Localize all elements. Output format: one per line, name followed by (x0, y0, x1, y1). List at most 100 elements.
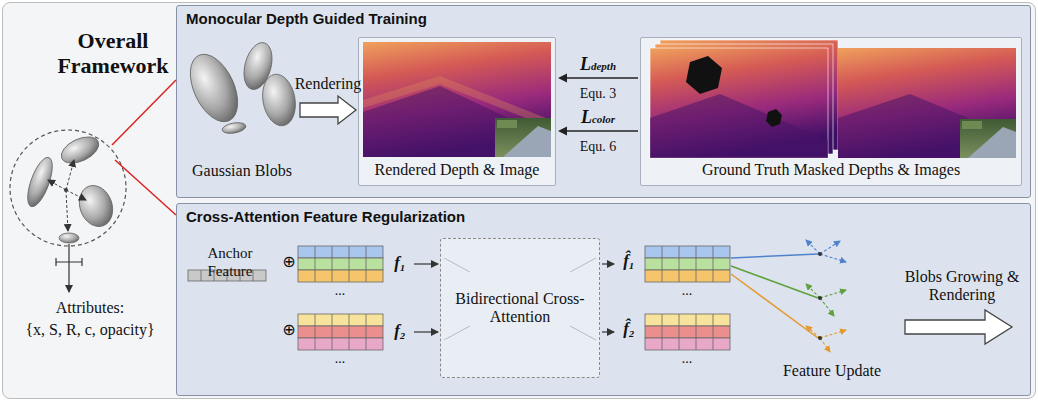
feature-matrices-part (645, 246, 730, 258)
ellipsis-holder: ... (320, 349, 360, 367)
feature-update-graphic (731, 240, 846, 352)
framework-circle-part (68, 244, 69, 292)
feature-update-graphic-part (731, 254, 818, 258)
feature-update-graphic-part (818, 252, 822, 256)
connector (300, 96, 356, 124)
framework-title: Overall Framework (57, 28, 168, 78)
feature-update-graphic-part (818, 336, 822, 340)
attribute-title: Attributes: (56, 299, 124, 316)
feature-matrices-part (298, 270, 383, 282)
feature-update-graphic-part-part (820, 290, 846, 298)
feature-matrices-part (645, 338, 730, 350)
framework-circle-part-part (48, 180, 66, 190)
ellipsis-holder: ... (667, 349, 707, 367)
feature-name-holder: f̂₁ (616, 251, 642, 271)
feature-update-graphic-part-part (806, 240, 820, 254)
anchor-feature-text-holder: Anchor Feature (184, 244, 276, 281)
training-panel: Monocular Depth Guided TrainingGaussian … (176, 5, 1031, 198)
connector (558, 127, 638, 136)
feature-matrices (298, 246, 730, 350)
loss-label-holder: Lcolor (548, 108, 648, 128)
feature-matrices-part (315, 246, 366, 282)
feature-matrices-part (298, 246, 383, 258)
ellipsis: ... (335, 283, 346, 298)
figure-caption: Rendered Depth & Image (375, 161, 540, 178)
gaussian-blobs-part (221, 121, 246, 135)
ground-truth-image-part (962, 121, 982, 129)
feature-name-holder: f̂₂ (616, 319, 642, 339)
edge-label-holder: Rendering (278, 75, 378, 93)
feature-matrices-part (298, 326, 383, 338)
edge-label: Rendering (295, 75, 362, 92)
feature-matrices-part (662, 246, 713, 282)
arrow-head (558, 74, 567, 83)
box-label: Bidirectional Cross-Attention (455, 290, 584, 325)
rendered-depth-image (363, 42, 551, 157)
feature-arrows-part (414, 263, 438, 264)
feature-update-graphic-part-part (806, 284, 820, 298)
regularization-panel: Cross-Attention Feature RegularizationAn… (176, 203, 1031, 396)
framework-circle-part (57, 132, 103, 169)
feature-update-graphic-part-part (820, 254, 846, 262)
equation-ref-holder: Equ. 6 (563, 137, 633, 155)
equation-ref: Equ. 3 (580, 86, 617, 101)
feature-matrices-part (645, 326, 730, 338)
ground-truth-depths-part (686, 56, 722, 94)
step-label-holder: Blobs Growing & Rendering (896, 268, 1028, 305)
attention-lines-part (444, 258, 596, 340)
ground-truth-depths (650, 40, 838, 158)
rendered-box: Rendered Depth & Image (358, 37, 556, 186)
framework-circle (10, 130, 126, 292)
feature-matrices-part (662, 314, 713, 350)
feature-name-holder: f₁ (387, 253, 413, 273)
feature-matrices-part (298, 314, 383, 326)
rendered-depth-image-part (497, 120, 517, 128)
arrow-head (558, 127, 567, 136)
feature-arrows-part (414, 331, 438, 332)
attribute-list-holder: {x, S, R, c, opacity} (7, 321, 173, 339)
framework-circle-part (59, 233, 79, 243)
gaussian-blobs-part (181, 47, 248, 129)
figure-caption: Anchor Feature (208, 245, 253, 279)
rendered-depth-image-part (495, 118, 551, 157)
feature-name: f̂₁ (623, 251, 635, 270)
feature-update-graphic-part-part (820, 330, 846, 338)
arrow-line (566, 130, 638, 132)
ellipsis-holder: ... (320, 281, 360, 299)
arrow-line (566, 77, 638, 79)
feature-matrices-part (645, 270, 730, 282)
step-label-holder: Feature Update (772, 362, 892, 380)
rendered-depth-image-part (503, 126, 551, 157)
ground-truth-box-text-holder: Ground Truth Masked Depths & Images (640, 161, 1022, 179)
feature-name: f₂ (394, 321, 406, 340)
blobs-figure-text-holder: Gaussian Blobs (186, 162, 298, 180)
feature-update-graphic-part-part (806, 326, 820, 338)
gaussian-blobs (181, 39, 300, 135)
blobs-figure: Gaussian Blobs (186, 36, 298, 185)
ground-truth-image-part (838, 94, 1016, 158)
ground-truth-box: Ground Truth Masked Depths & Images (640, 37, 1022, 186)
red-leader-lines (112, 80, 176, 215)
add-symbol: ⊕ (282, 320, 295, 339)
feature-update-graphic-part (818, 296, 822, 300)
feature-update-graphic-part-part (820, 298, 834, 316)
feature-update-graphic-part (731, 266, 818, 298)
equation-ref-holder: Equ. 3 (563, 84, 633, 102)
feature-arrows-part (602, 331, 614, 332)
loss-label: Lcolor (581, 108, 615, 128)
ground-truth-image-part (968, 127, 1016, 158)
step-label: Feature Update (783, 362, 881, 379)
attention-box-background (440, 238, 600, 378)
ground-truth-image (838, 48, 1016, 158)
add-symbol-holder: ⊕ (279, 321, 299, 339)
framework-circle-part (56, 258, 82, 266)
framework-circle-part (74, 181, 118, 231)
hollow-arrow (300, 96, 356, 124)
feature-matrices-part (645, 258, 730, 270)
feature-matrices-part (298, 258, 383, 270)
ground-truth-image-part (838, 48, 1016, 158)
loss-label-holder: Ldepth (548, 55, 648, 75)
regularization-panel-background (176, 203, 1031, 396)
add-symbol: ⊕ (282, 252, 295, 271)
